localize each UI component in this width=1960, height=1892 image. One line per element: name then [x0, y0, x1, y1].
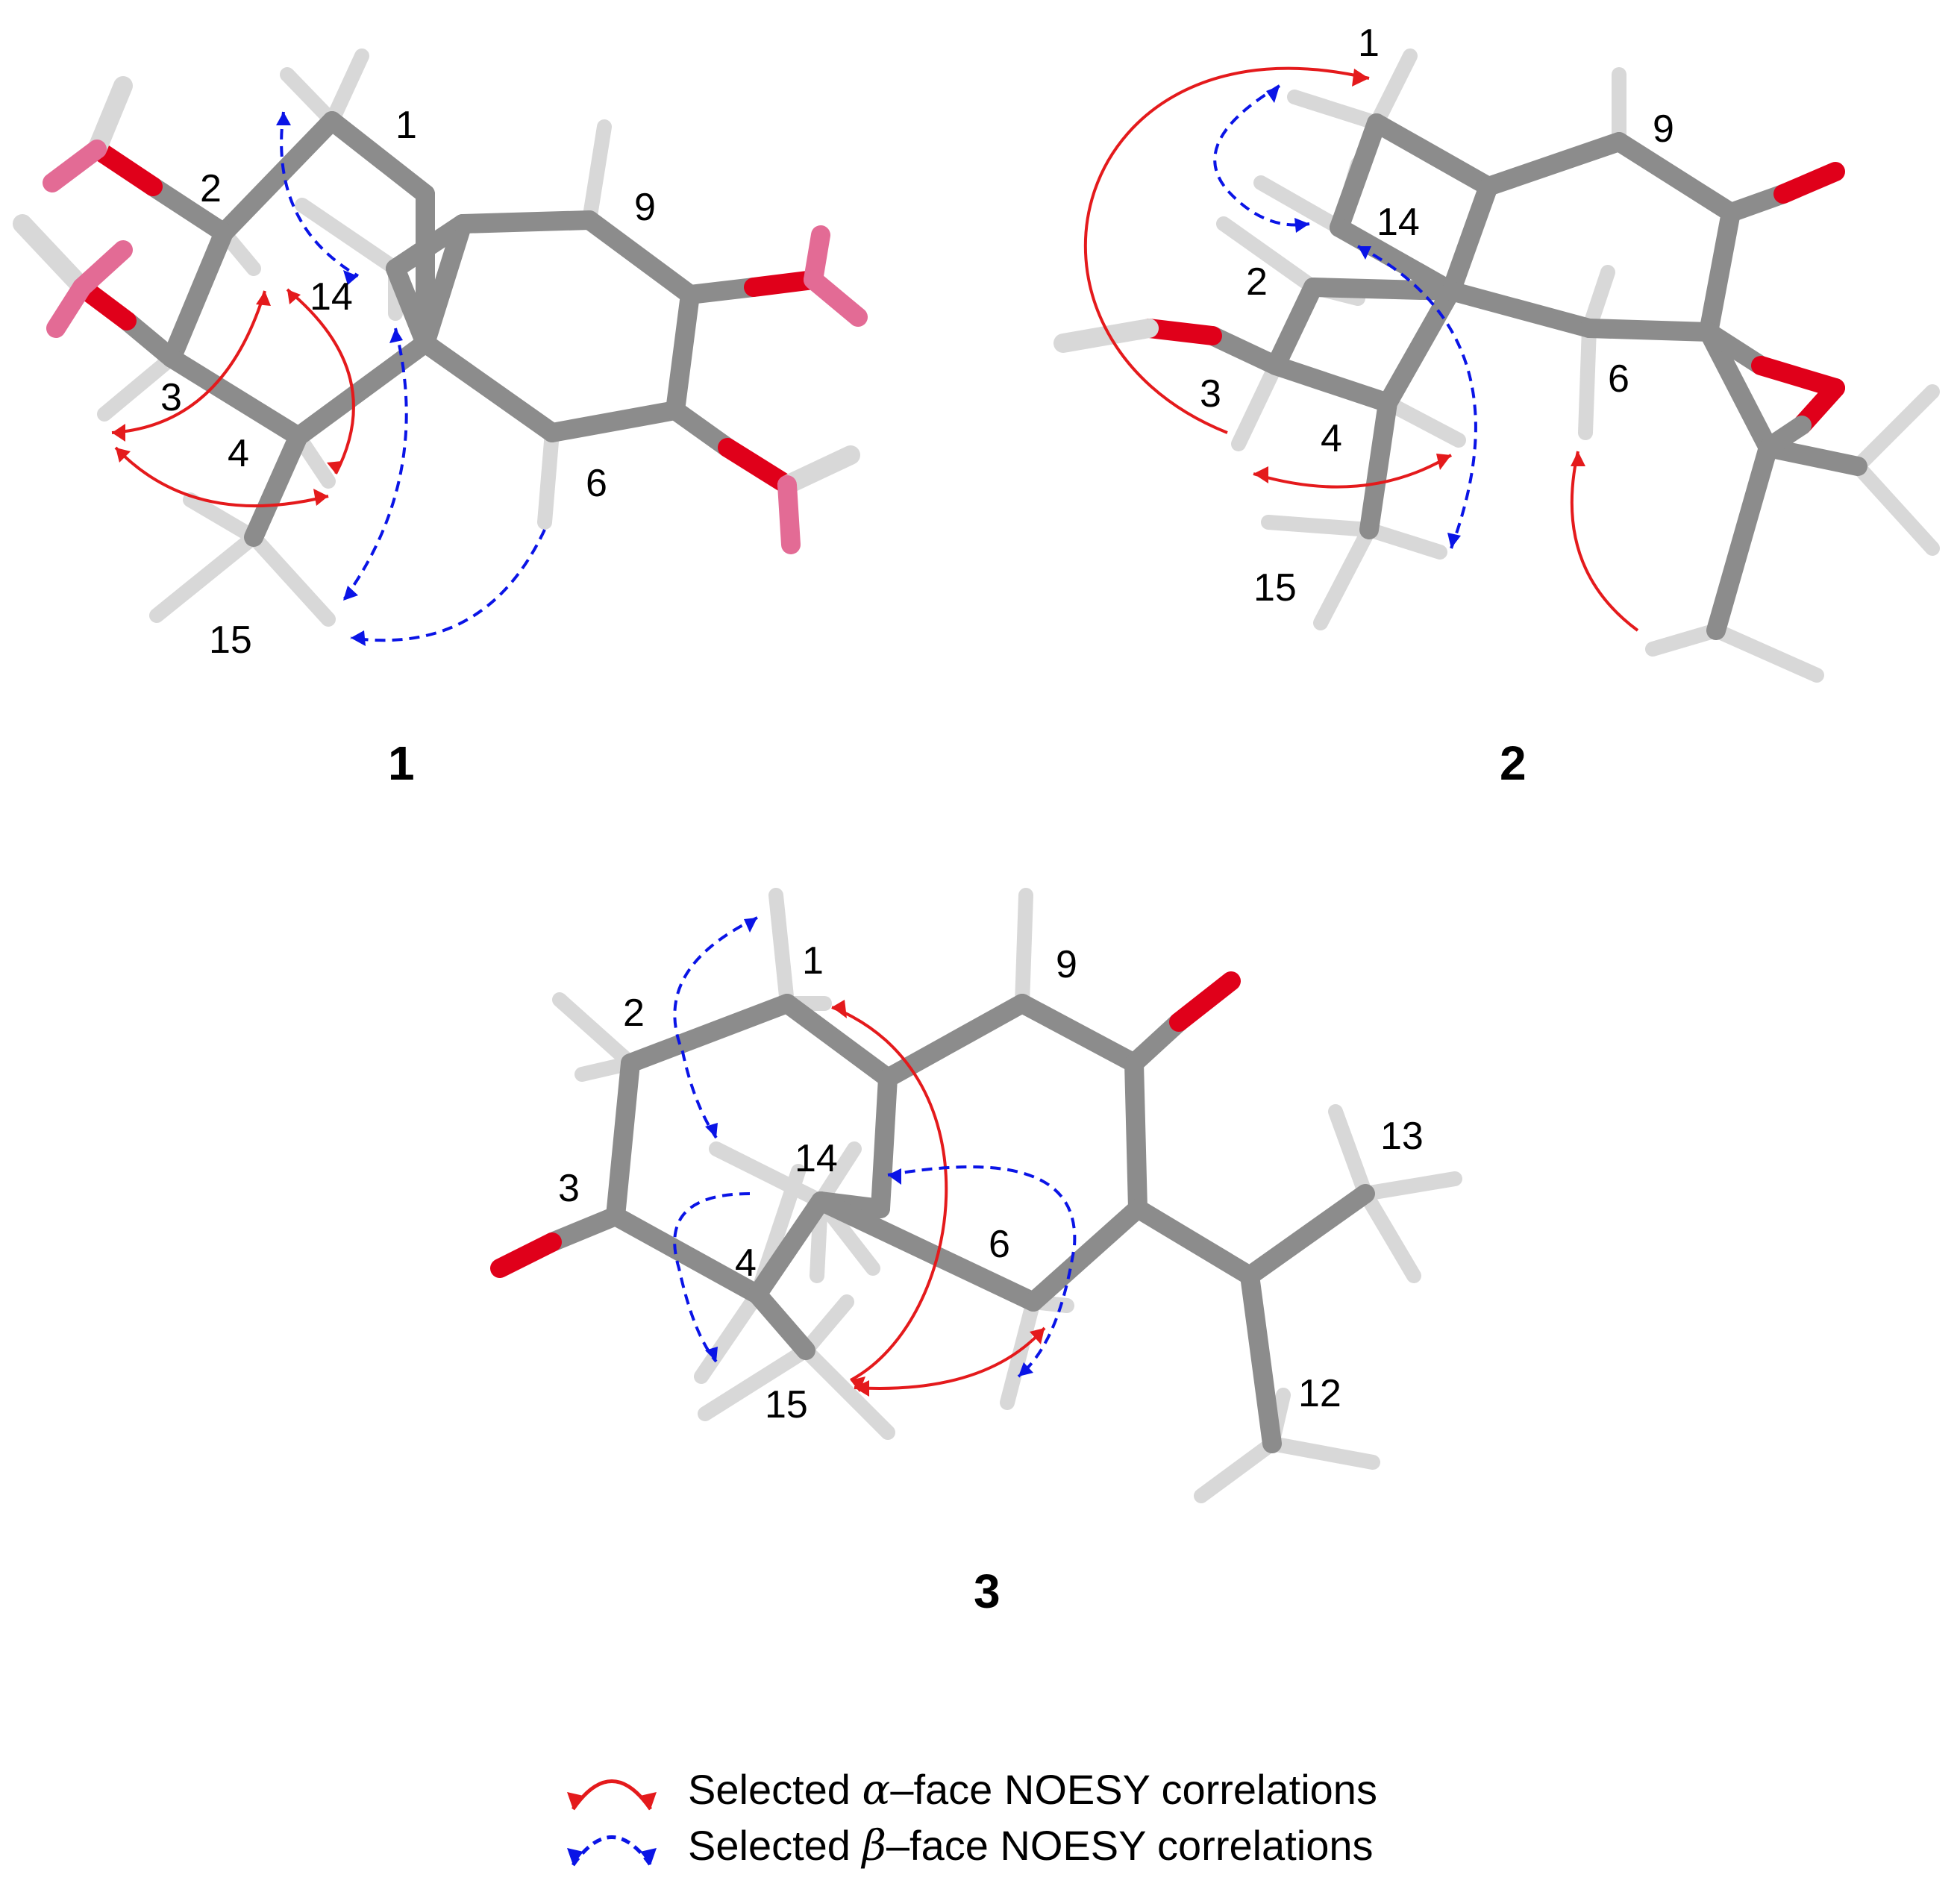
atom-label: 3	[160, 376, 182, 419]
atom-label: 2	[623, 992, 645, 1035]
atom-label: 6	[989, 1223, 1010, 1266]
atom-label: 15	[209, 618, 252, 662]
beta-noe-arrows-2	[1213, 84, 1477, 549]
molecule-3: 1 9 2 13 14 3 6 4 15 12 3	[490, 888, 1462, 1618]
atom-label: 1	[395, 104, 417, 147]
beta-noe-arrows-1	[280, 111, 546, 642]
alpha-noe-arrows-1	[111, 288, 355, 508]
beta-noe-arrows-3	[673, 916, 1077, 1378]
carbon-bonds-1	[162, 111, 700, 547]
atom-label: 4	[228, 432, 249, 475]
atom-label: 14	[795, 1137, 838, 1180]
atom-label: 4	[735, 1241, 757, 1285]
oxygen-bonds-1	[13, 76, 868, 554]
compound-label-3: 3	[974, 1564, 1001, 1618]
noe-arrowheads-2	[1253, 69, 1585, 548]
atom-label: 9	[634, 186, 656, 229]
beta-legend-label: Selected β–face NOESY correlations	[688, 1822, 1374, 1870]
atom-label: 15	[765, 1383, 808, 1426]
carbon-bonds-2	[1266, 113, 1867, 640]
atom-label: 6	[586, 462, 607, 505]
alpha-noe-arrows-2	[1083, 66, 1639, 632]
atom-label: 2	[1246, 260, 1268, 304]
alpha-noe-arrows-3	[831, 1006, 1046, 1390]
legend: Selected α–face NOESY correlations Selec…	[567, 1766, 1377, 1870]
atom-label: 4	[1321, 417, 1342, 460]
alpha-legend-arrow	[567, 1779, 657, 1811]
noe-arrowheads-3	[705, 918, 1045, 1397]
atom-label: 3	[558, 1167, 580, 1210]
atom-label: 1	[802, 939, 824, 983]
atom-label: 2	[200, 167, 222, 210]
beta-legend-arrow	[567, 1835, 657, 1867]
atom-label: 6	[1608, 357, 1629, 401]
noe-arrowheads-1	[112, 112, 403, 646]
atom-label: 13	[1380, 1115, 1424, 1158]
alpha-legend-label: Selected α–face NOESY correlations	[688, 1766, 1377, 1814]
oxygen-bonds-3	[490, 971, 1241, 1278]
molecule-1: 1 2 14 9 3 4 6 15 1	[13, 48, 868, 790]
atom-label: 14	[310, 275, 353, 319]
atom-label: 3	[1200, 372, 1221, 416]
oxygen-bonds-2	[1053, 162, 1845, 457]
atom-label: 9	[1056, 943, 1077, 986]
atom-label: 12	[1298, 1372, 1341, 1415]
atom-labels-1: 1 2 14 9 3 4 6 15	[160, 104, 656, 662]
atom-label: 1	[1358, 22, 1380, 65]
atom-labels-3: 1 9 2 13 14 3 6 4 15 12	[558, 939, 1424, 1426]
atom-label: 15	[1253, 566, 1297, 610]
atom-labels-2: 1 9 14 2 3 6 4 15	[1200, 22, 1674, 610]
compound-label-1: 1	[388, 736, 415, 790]
molecule-2: 1 9 14 2 3 6 4 15 2	[1053, 22, 1940, 790]
compound-label-2: 2	[1500, 736, 1527, 790]
atom-label: 14	[1377, 201, 1420, 244]
atom-label: 9	[1653, 107, 1674, 151]
